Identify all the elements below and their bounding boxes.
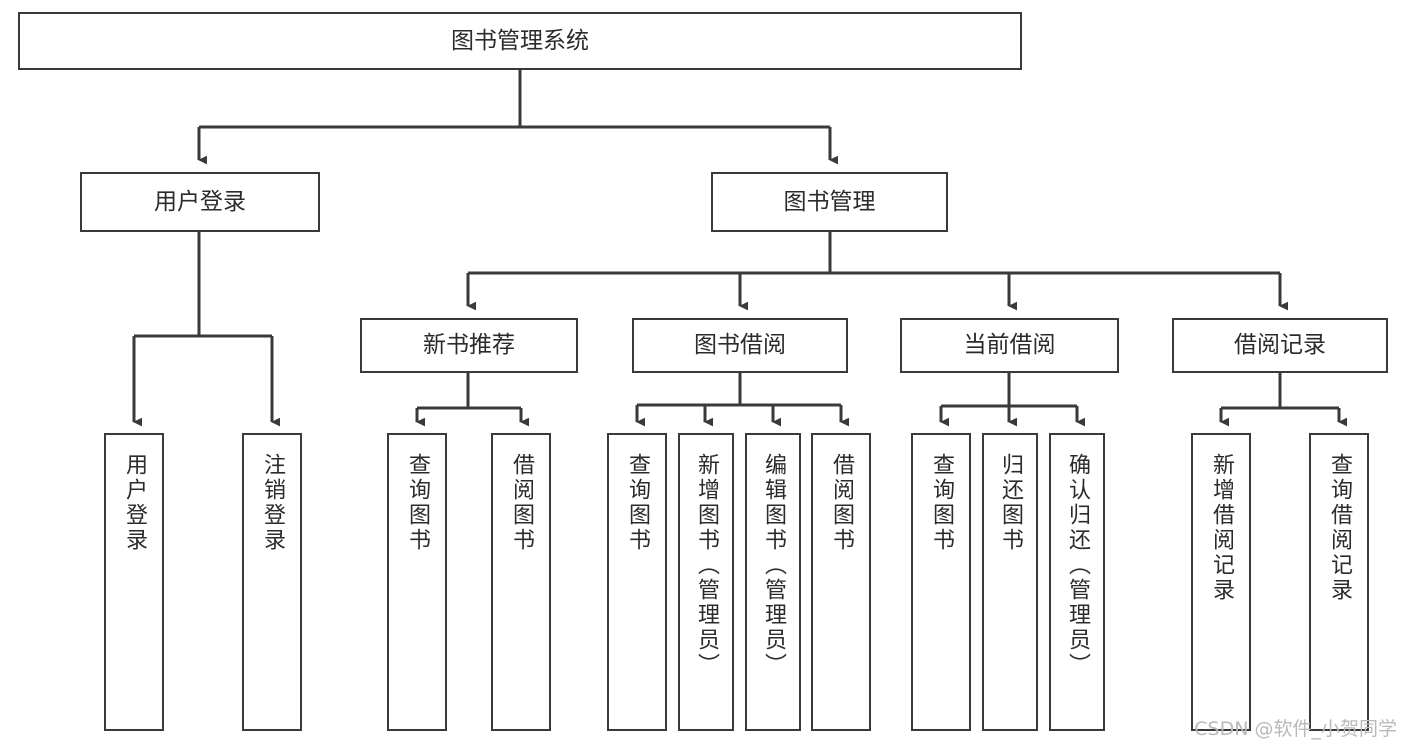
leaf-user-login-logout[interactable]: 注销登录 bbox=[242, 433, 302, 731]
leaf-label: 用户登录 bbox=[122, 453, 147, 553]
node-book-management[interactable]: 图书管理 bbox=[711, 172, 948, 232]
leaf-borrow-record-query[interactable]: 查询借阅记录 bbox=[1309, 433, 1369, 731]
node-current-borrow[interactable]: 当前借阅 bbox=[900, 318, 1119, 373]
leaf-label: 新增图书（管理员） bbox=[694, 453, 719, 678]
leaf-new-book-borrow[interactable]: 借阅图书 bbox=[491, 433, 551, 731]
node-current-borrow-label: 当前借阅 bbox=[963, 332, 1056, 359]
node-book-borrow[interactable]: 图书借阅 bbox=[632, 318, 848, 373]
leaf-user-login-login[interactable]: 用户登录 bbox=[104, 433, 164, 731]
leaf-book-borrow-add[interactable]: 新增图书（管理员） bbox=[678, 433, 734, 731]
leaf-label: 查询图书 bbox=[929, 453, 954, 553]
node-book-management-label: 图书管理 bbox=[783, 188, 876, 215]
leaf-current-borrow-return[interactable]: 归还图书 bbox=[982, 433, 1038, 731]
node-new-book-recommend[interactable]: 新书推荐 bbox=[360, 318, 578, 373]
leaf-current-borrow-query[interactable]: 查询图书 bbox=[911, 433, 971, 731]
leaf-label: 确认归还（管理员） bbox=[1065, 453, 1090, 678]
csdn-watermark: CSDN @软件_小贺同学 bbox=[1194, 718, 1397, 740]
leaf-label: 查询借阅记录 bbox=[1327, 453, 1352, 603]
node-borrow-record-label: 借阅记录 bbox=[1234, 332, 1326, 359]
node-new-book-recommend-label: 新书推荐 bbox=[423, 332, 515, 359]
node-borrow-record[interactable]: 借阅记录 bbox=[1172, 318, 1388, 373]
leaf-label: 查询图书 bbox=[405, 453, 430, 553]
leaf-label: 编辑图书（管理员） bbox=[761, 453, 786, 678]
leaf-book-borrow-borrow[interactable]: 借阅图书 bbox=[811, 433, 871, 731]
leaf-label: 借阅图书 bbox=[509, 453, 534, 553]
node-root-label: 图书管理系统 bbox=[451, 27, 589, 54]
node-root-book-management-system[interactable]: 图书管理系统 bbox=[18, 12, 1022, 70]
leaf-label: 查询图书 bbox=[625, 453, 650, 553]
leaf-label: 借阅图书 bbox=[829, 453, 854, 553]
node-book-borrow-label: 图书借阅 bbox=[694, 332, 786, 359]
leaf-current-borrow-confirm-return[interactable]: 确认归还（管理员） bbox=[1049, 433, 1105, 731]
leaf-book-borrow-query[interactable]: 查询图书 bbox=[607, 433, 667, 731]
leaf-new-book-query[interactable]: 查询图书 bbox=[387, 433, 447, 731]
leaf-book-borrow-edit[interactable]: 编辑图书（管理员） bbox=[745, 433, 801, 731]
leaf-borrow-record-add[interactable]: 新增借阅记录 bbox=[1191, 433, 1251, 731]
leaf-label: 注销登录 bbox=[260, 453, 285, 553]
node-user-login[interactable]: 用户登录 bbox=[80, 172, 320, 232]
node-user-login-label: 用户登录 bbox=[154, 188, 246, 215]
leaf-label: 归还图书 bbox=[998, 453, 1023, 553]
leaf-label: 新增借阅记录 bbox=[1209, 453, 1234, 603]
